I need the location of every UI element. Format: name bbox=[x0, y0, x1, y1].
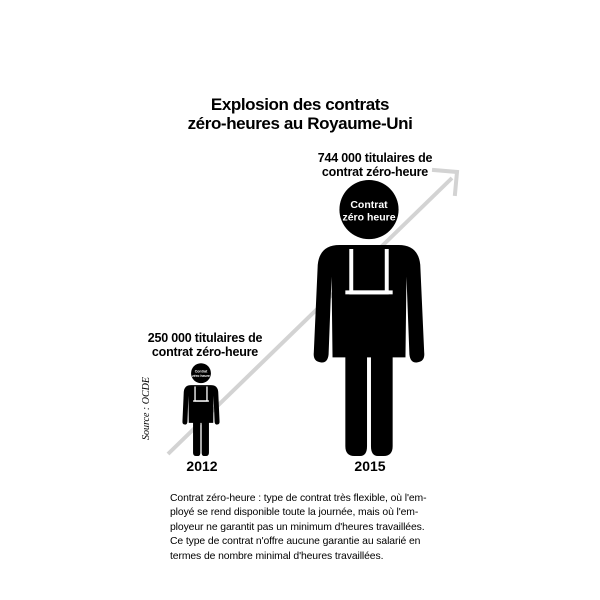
chart-title-line-2: zéro-heures au Royaume-Uni bbox=[187, 114, 413, 133]
definition-line-4: Ce type de contrat n'offre aucune garant… bbox=[170, 536, 421, 548]
data-label-2012-line-1: 250 000 titulaires de bbox=[147, 331, 263, 345]
chart-title: Explosion des contrats zéro-heures au Ro… bbox=[150, 95, 450, 133]
category-label-2012: 2012 bbox=[186, 458, 218, 474]
data-label-2015-line-1: 744 000 titulaires de bbox=[317, 151, 433, 165]
chart-title-line-1: Explosion des contrats bbox=[210, 95, 390, 114]
definition-line-5: termes de nombre minimal d'heures travai… bbox=[170, 550, 384, 562]
source-note: Source : OCDE bbox=[141, 377, 152, 440]
head-badge-2015-line-1: Contrat bbox=[350, 199, 388, 211]
data-label-2015-line-2: contrat zéro-heure bbox=[321, 165, 429, 179]
definition-text: Contrat zéro-heure : type de contrat trè… bbox=[170, 492, 460, 564]
data-label-2012-line-2: contrat zéro-heure bbox=[151, 345, 259, 359]
data-label-2012: 250 000 titulaires de contrat zéro-heure bbox=[130, 331, 280, 359]
head-badge-2012-line-2: zéro heure bbox=[192, 374, 210, 378]
head-badge-2015-line-2: zéro heure bbox=[342, 212, 395, 224]
definition-line-2: ployé se rend disponible toute la journé… bbox=[170, 507, 419, 519]
head-badge-2012-line-1: Contrat bbox=[195, 370, 208, 374]
category-label-2015: 2015 bbox=[354, 458, 386, 474]
definition-line-3: ployeur ne garantit pas un minimum d'heu… bbox=[170, 521, 425, 533]
data-label-2015: 744 000 titulaires de contrat zéro-heure bbox=[300, 151, 450, 179]
definition-line-1: Contrat zéro-heure : type de contrat trè… bbox=[170, 493, 427, 504]
growth-arrow-head bbox=[431, 167, 460, 197]
